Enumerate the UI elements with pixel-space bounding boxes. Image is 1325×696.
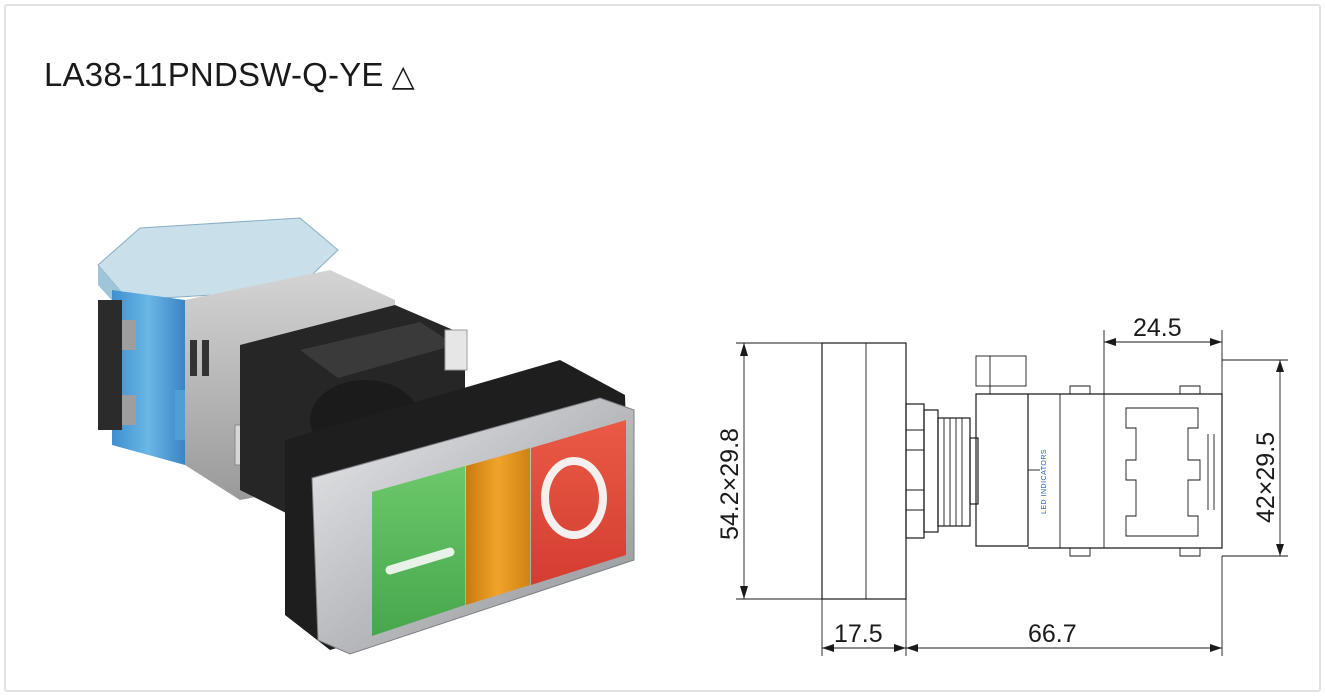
page-title: LA38-11PNDSW-Q-YE△ — [44, 56, 415, 94]
dim-label-24-5: 24.5 — [1133, 314, 1182, 342]
contact-mechanism-outline — [1125, 407, 1215, 537]
dimension-body-size: 42×29.5 — [1222, 359, 1288, 557]
ring-nut-outline — [905, 403, 939, 539]
model-name: LA38-11PNDSW-Q-YE — [44, 56, 384, 93]
warning-triangle-icon: △ — [391, 60, 415, 93]
dim-label-17-5: 17.5 — [834, 620, 883, 648]
dim-label-66-7: 66.7 — [1028, 620, 1077, 648]
green-start-button — [372, 466, 465, 636]
dim-label-body-size: 42×29.5 — [1252, 432, 1280, 523]
led-indicator-label: LED INDICATORS — [1041, 449, 1048, 514]
body-outline — [975, 355, 1223, 557]
threaded-barrel-outline — [937, 417, 979, 527]
head-outline — [821, 342, 907, 600]
dimension-overall-depth: 66.7 — [906, 556, 1223, 656]
dimension-head-depth: 17.5 — [821, 540, 907, 656]
amber-indicator-lamp — [466, 448, 530, 605]
red-stop-button — [531, 420, 626, 585]
dimension-body-depth: 24.5 — [1103, 314, 1223, 394]
dimension-head-size: 54.2×29.8 — [716, 342, 822, 600]
dim-label-head-size: 54.2×29.8 — [716, 428, 744, 540]
